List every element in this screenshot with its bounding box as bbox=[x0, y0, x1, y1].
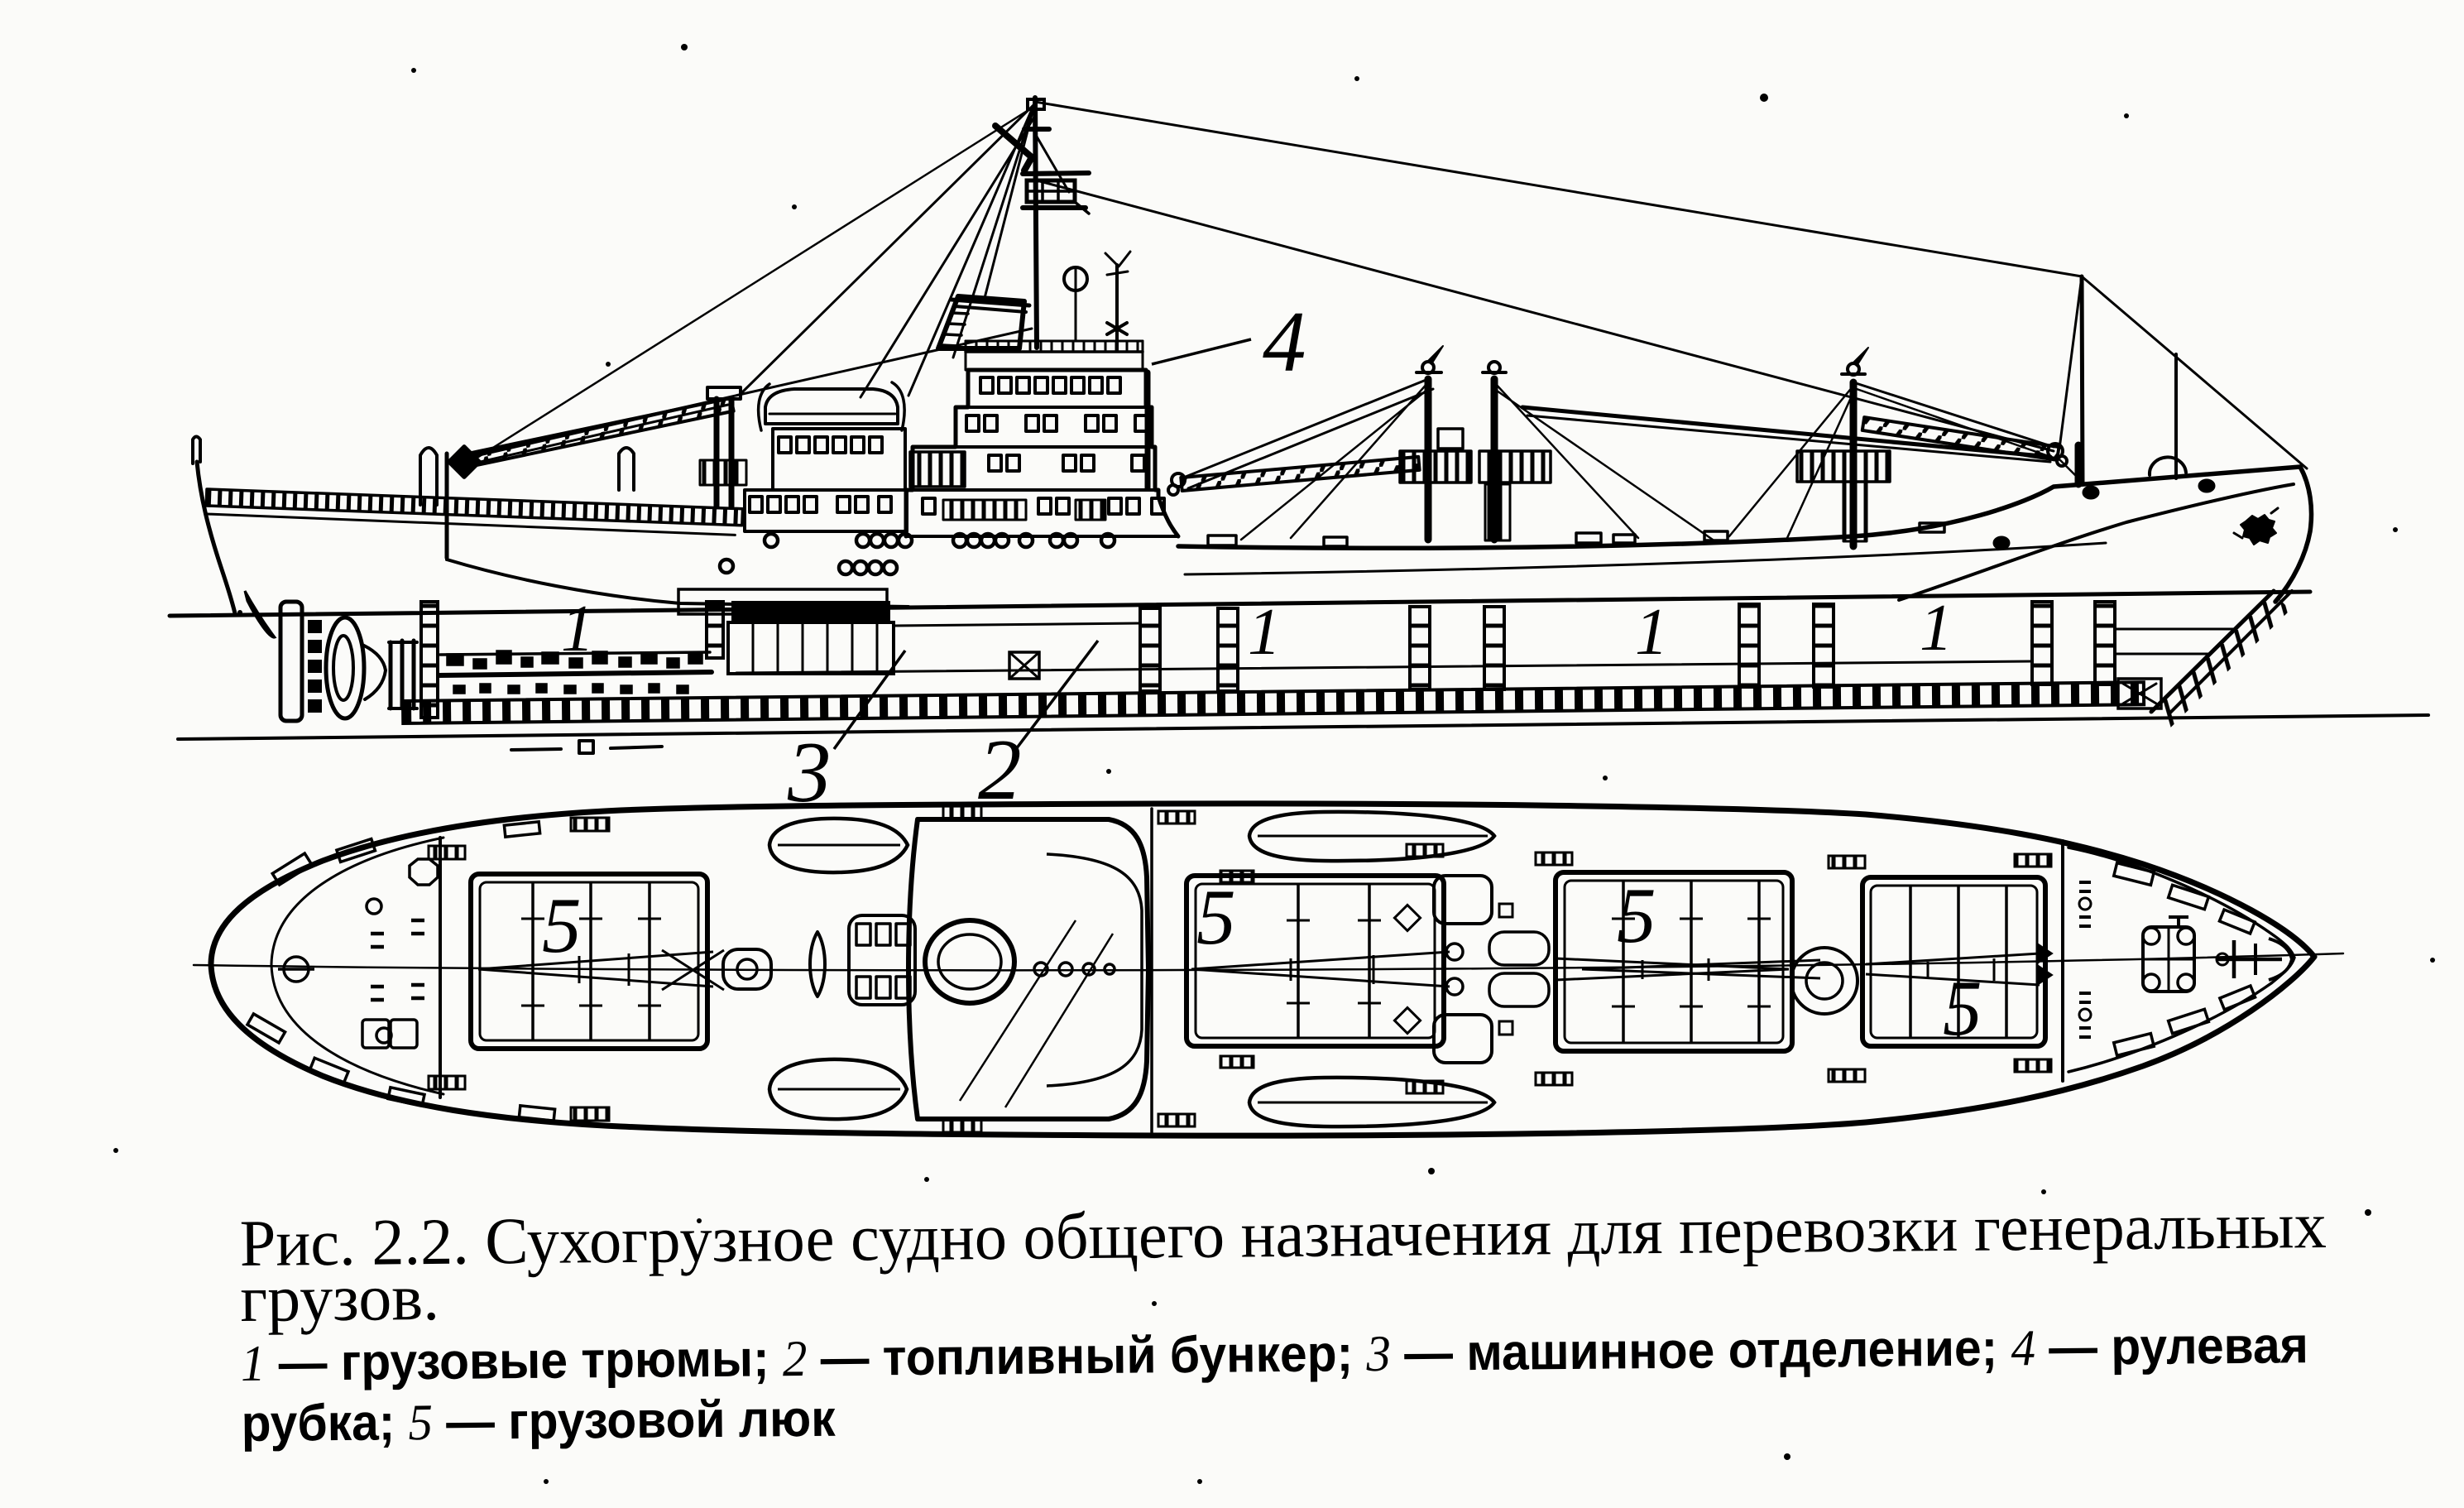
svg-text:5: 5 bbox=[1617, 872, 1656, 959]
svg-text:1 — грузовые трюмы; 2 — топлив: 1 — грузовые трюмы; 2 — топливный бункер… bbox=[241, 1317, 2309, 1392]
svg-text:1: 1 bbox=[561, 593, 594, 665]
svg-text:1: 1 bbox=[1920, 592, 1953, 665]
svg-text:1: 1 bbox=[1248, 596, 1281, 669]
svg-text:1: 1 bbox=[1635, 596, 1668, 669]
svg-text:грузов.: грузов. bbox=[240, 1261, 439, 1336]
svg-text:5: 5 bbox=[542, 881, 582, 969]
svg-text:5: 5 bbox=[1196, 873, 1236, 961]
svg-text:рубка; 5 — грузовой люк: рубка; 5 — грузовой люк bbox=[241, 1390, 836, 1453]
svg-text:4: 4 bbox=[1263, 293, 1306, 390]
svg-text:5: 5 bbox=[1943, 964, 1982, 1052]
